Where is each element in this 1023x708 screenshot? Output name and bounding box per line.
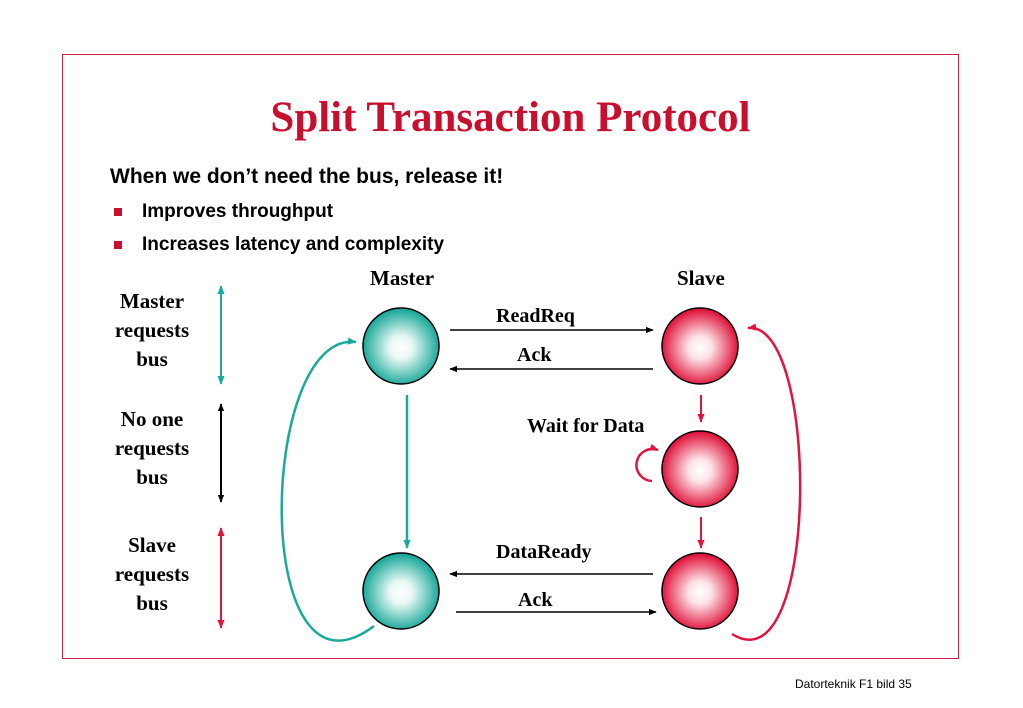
phase-line: requests	[114, 436, 190, 460]
message-wait-for-data: Wait for Data	[527, 415, 645, 437]
bullet-square-icon	[114, 208, 122, 216]
master-return-arc	[280, 337, 375, 642]
phase-line: bus	[136, 347, 168, 371]
phase-line: Master	[119, 289, 185, 313]
lead-statement: When we don’t need the bus, release it!	[110, 165, 504, 188]
phase-line: No one	[120, 407, 184, 431]
slave-column-label: Slave	[677, 266, 725, 290]
bullet-square-icon	[114, 241, 122, 249]
message-ack-1: Ack	[517, 344, 552, 366]
bullet-text: Increases latency and complexity	[142, 234, 445, 255]
bullet-item: Improves throughput	[112, 200, 444, 233]
bullet-list: Improves throughput Increases latency an…	[112, 200, 444, 266]
message-ack-2: Ack	[518, 589, 553, 611]
phase-line: requests	[114, 562, 190, 586]
message-read-req: ReadReq	[496, 305, 575, 327]
phase-line: requests	[114, 318, 190, 342]
phase-line: bus	[136, 465, 168, 489]
master-column-label: Master	[370, 266, 435, 290]
phase-line: bus	[136, 591, 168, 615]
phase-line: Slave	[128, 533, 176, 557]
master-node-2	[362, 552, 440, 630]
phase-label-no-one-requests: No one requests bus	[96, 405, 208, 492]
master-node-1	[362, 307, 440, 385]
slide-title: Split Transaction Protocol	[270, 94, 751, 141]
phase-label-slave-requests: Slave requests bus	[96, 531, 208, 618]
bullet-text: Improves throughput	[142, 201, 334, 222]
phase-label-master-requests: Master requests bus	[96, 287, 208, 374]
slave-node-1	[661, 307, 739, 385]
wait-loop-icon	[635, 443, 659, 483]
slide-footer: Datorteknik F1 bild 35	[795, 677, 912, 691]
message-data-ready: DataReady	[496, 541, 592, 563]
slave-node-2	[661, 430, 739, 508]
slave-node-3	[661, 552, 739, 630]
bullet-item: Increases latency and complexity	[112, 233, 444, 266]
slide-frame	[62, 54, 959, 659]
slave-return-arc	[731, 323, 802, 641]
